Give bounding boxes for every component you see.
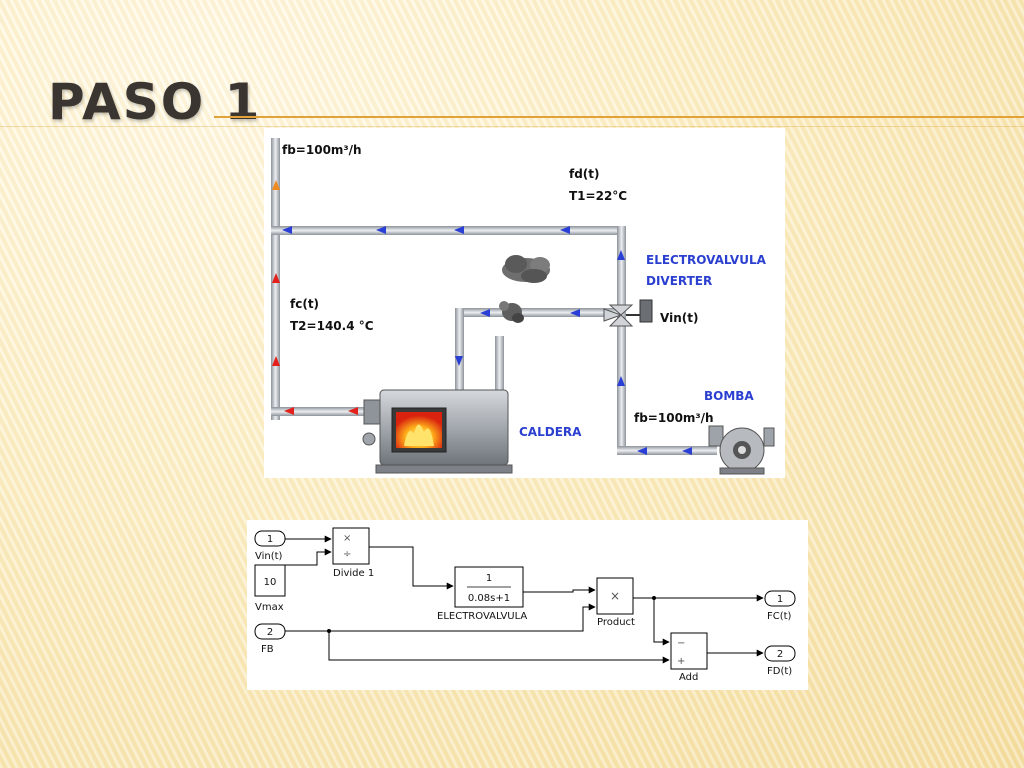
fb-bottom-label: fb=100m³/h [634, 411, 714, 425]
outport-fc[interactable]: 1 FC(t) [764, 590, 796, 622]
add-minus-sign: − [677, 638, 685, 649]
process-diagram: fb=100m³/h fd(t) T1=22°C ELECTROVALVULA … [264, 128, 785, 478]
slide-title: PASO 1 [48, 73, 262, 131]
vin-label: Vin(t) [660, 311, 698, 325]
inport-vin-number: 1 [267, 534, 273, 545]
inport-fb-number: 2 [267, 627, 273, 638]
tf-label: ELECTROVALVULA [437, 611, 527, 622]
t2-label: T2=140.4 °C [290, 319, 374, 333]
pump-icon [708, 425, 775, 475]
divide-divide-sign: ÷ [343, 549, 351, 560]
diverter-valve-icon [603, 299, 653, 327]
product-block-label: Product [597, 617, 635, 628]
electrovalvula-label: ELECTROVALVULA [646, 253, 767, 267]
outport-fd-number: 2 [777, 649, 783, 660]
product-block[interactable]: × Product [596, 577, 635, 628]
outport-fd-label: FD(t) [767, 666, 792, 677]
warm-flow-arrow [272, 180, 280, 190]
divide-multiply-sign: × [343, 533, 351, 544]
smoke-cloud-icon [502, 255, 550, 283]
transfer-function-electrovalvula[interactable]: 1 0.08s+1 ELECTROVALVULA [437, 566, 527, 622]
fc-label: fc(t) [290, 297, 319, 311]
inport-vin-label: Vin(t) [255, 551, 283, 562]
add-block-label: Add [679, 672, 698, 683]
tf-numerator: 1 [486, 573, 492, 584]
divide-block[interactable]: × ÷ Divide 1 [332, 527, 374, 579]
process-diagram-svg: fb=100m³/h fd(t) T1=22°C ELECTROVALVULA … [271, 138, 775, 475]
outport-fc-number: 1 [777, 594, 783, 605]
diverter-label: DIVERTER [646, 274, 712, 288]
add-plus-sign: + [677, 656, 685, 667]
constant-vmax[interactable]: 10 Vmax [254, 564, 286, 613]
title-rule-faint [0, 126, 1024, 127]
constant-vmax-value: 10 [264, 577, 277, 588]
constant-vmax-label: Vmax [255, 602, 284, 613]
inport-fb[interactable]: 2 FB [254, 623, 286, 655]
outport-fd[interactable]: 2 FD(t) [764, 645, 796, 677]
add-block[interactable]: − + Add [670, 632, 708, 683]
t1-label: T1=22°C [569, 189, 627, 203]
hot-flow-arrows [272, 273, 358, 415]
title-rule [214, 116, 1024, 118]
outport-fc-label: FC(t) [767, 611, 792, 622]
fd-label: fd(t) [569, 167, 600, 181]
block-diagram-svg: 1 Vin(t) 10 Vmax 2 FB × ÷ Divide 1 1 0.0… [254, 527, 796, 683]
divide-block-label: Divide 1 [333, 568, 374, 579]
simulink-block-diagram: 1 Vin(t) 10 Vmax 2 FB × ÷ Divide 1 1 0.0… [247, 520, 808, 690]
boiler-icon [362, 389, 513, 474]
tf-denominator: 0.08s+1 [468, 593, 510, 604]
small-smoke-icon [499, 301, 524, 323]
product-symbol: × [610, 589, 620, 603]
bomba-label: BOMBA [704, 389, 754, 403]
inport-fb-label: FB [261, 644, 274, 655]
cold-flow-arrows [282, 226, 692, 455]
inport-vin[interactable]: 1 Vin(t) [254, 530, 286, 562]
wire-junctions [327, 596, 656, 633]
caldera-label: CALDERA [519, 425, 582, 439]
fb-top-label: fb=100m³/h [282, 143, 362, 157]
